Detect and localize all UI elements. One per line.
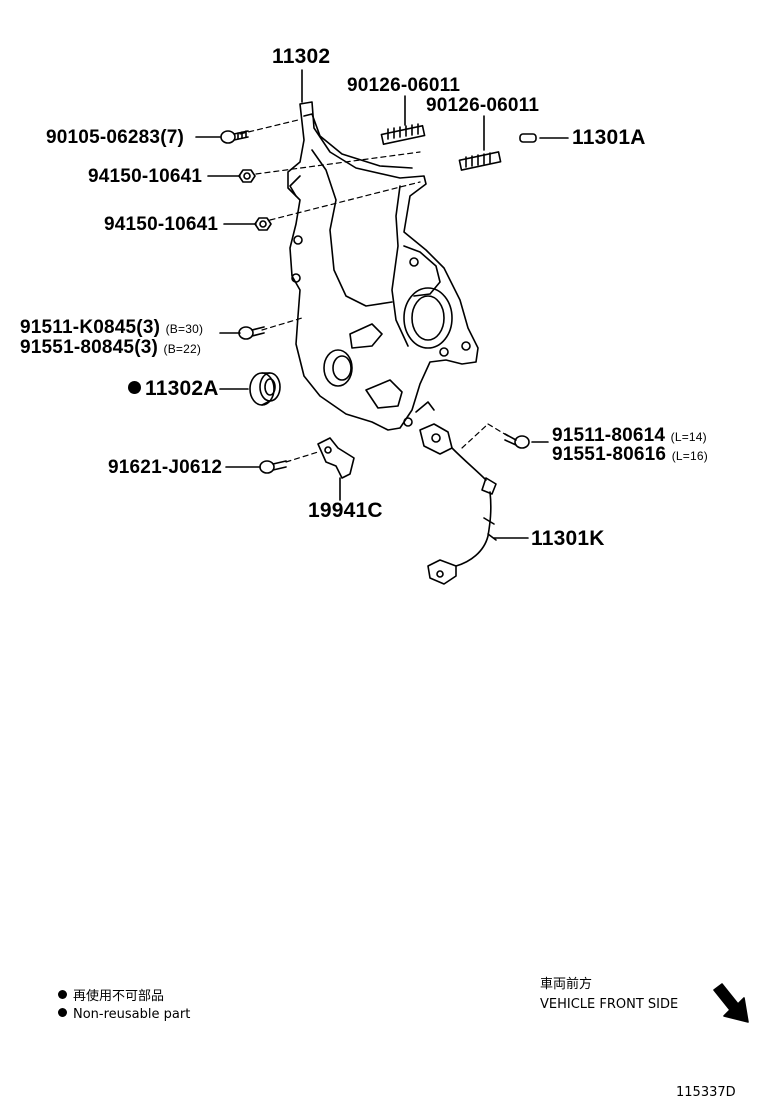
legend-jp-text: 再使用不可部品 — [73, 989, 165, 1004]
bracket-19941C — [317, 437, 355, 479]
label-94150-a: 94150-10641 — [88, 166, 203, 187]
label-91511-k0845-num: 91511-K0845(3) — [20, 317, 161, 338]
bolt-91621 — [259, 460, 287, 474]
legend-jp: 再使用不可部品 — [58, 990, 164, 1003]
non-reusable-marker — [128, 381, 141, 394]
front-side-jp: 車両前方 — [540, 977, 593, 992]
oil-seal-11302A — [249, 372, 281, 406]
figure-id: 115337D — [676, 1085, 736, 1100]
bolt-91511-806 — [504, 433, 530, 449]
front-direction-arrow — [713, 983, 749, 1023]
nut-94150a — [238, 169, 256, 183]
label-91511-k0845-note: (B=30) — [165, 322, 204, 336]
label-11302A-num: 11302A — [145, 377, 219, 400]
legend-en: Non-reusable part — [58, 1008, 190, 1021]
timing-chain-cover-11302 — [287, 101, 479, 431]
label-91551-80616-note: (L=16) — [671, 449, 708, 463]
label-11302: 11302 — [272, 45, 331, 68]
label-91511-80614-note: (L=14) — [670, 430, 707, 444]
label-90105: 90105-06283(7) — [46, 127, 185, 148]
label-91551-80845-note: (B=22) — [163, 342, 202, 356]
label-90126-a: 90126-06011 — [347, 75, 461, 96]
front-side-en: VEHICLE FRONT SIDE — [540, 997, 679, 1012]
label-91511-k0845: 91511-K0845(3) (B=30) — [20, 318, 203, 337]
nut-94150b — [254, 217, 272, 231]
label-11301K: 11301K — [531, 527, 605, 550]
stud-90126b — [458, 151, 502, 171]
bolt-91511k — [238, 326, 265, 340]
label-91551-80616-num: 91551-80616 — [552, 444, 667, 465]
label-94150-b: 94150-10641 — [104, 214, 219, 235]
pin-11301A — [519, 133, 537, 143]
label-19941C: 19941C — [308, 499, 383, 522]
stud-90126a — [380, 123, 426, 146]
label-11302A: 11302A — [128, 378, 219, 399]
label-91511-80614: 91511-80614 (L=14) — [552, 426, 707, 445]
label-91551-80845-num: 91551-80845(3) — [20, 337, 159, 358]
label-11301A: 11301A — [572, 126, 646, 149]
legend-en-text: Non-reusable part — [73, 1007, 191, 1022]
label-91551-80845: 91551-80845(3) (B=22) — [20, 338, 201, 357]
label-91551-80616: 91551-80616 (L=16) — [552, 445, 708, 464]
bolt-90105 — [220, 130, 249, 144]
label-91511-80614-num: 91511-80614 — [552, 425, 666, 446]
legend-jp-dot — [58, 990, 67, 999]
crank-sensor-11301K — [419, 423, 497, 585]
label-90126-b: 90126-06011 — [426, 95, 540, 116]
label-91621: 91621-J0612 — [108, 457, 223, 478]
legend-en-dot — [58, 1008, 67, 1017]
